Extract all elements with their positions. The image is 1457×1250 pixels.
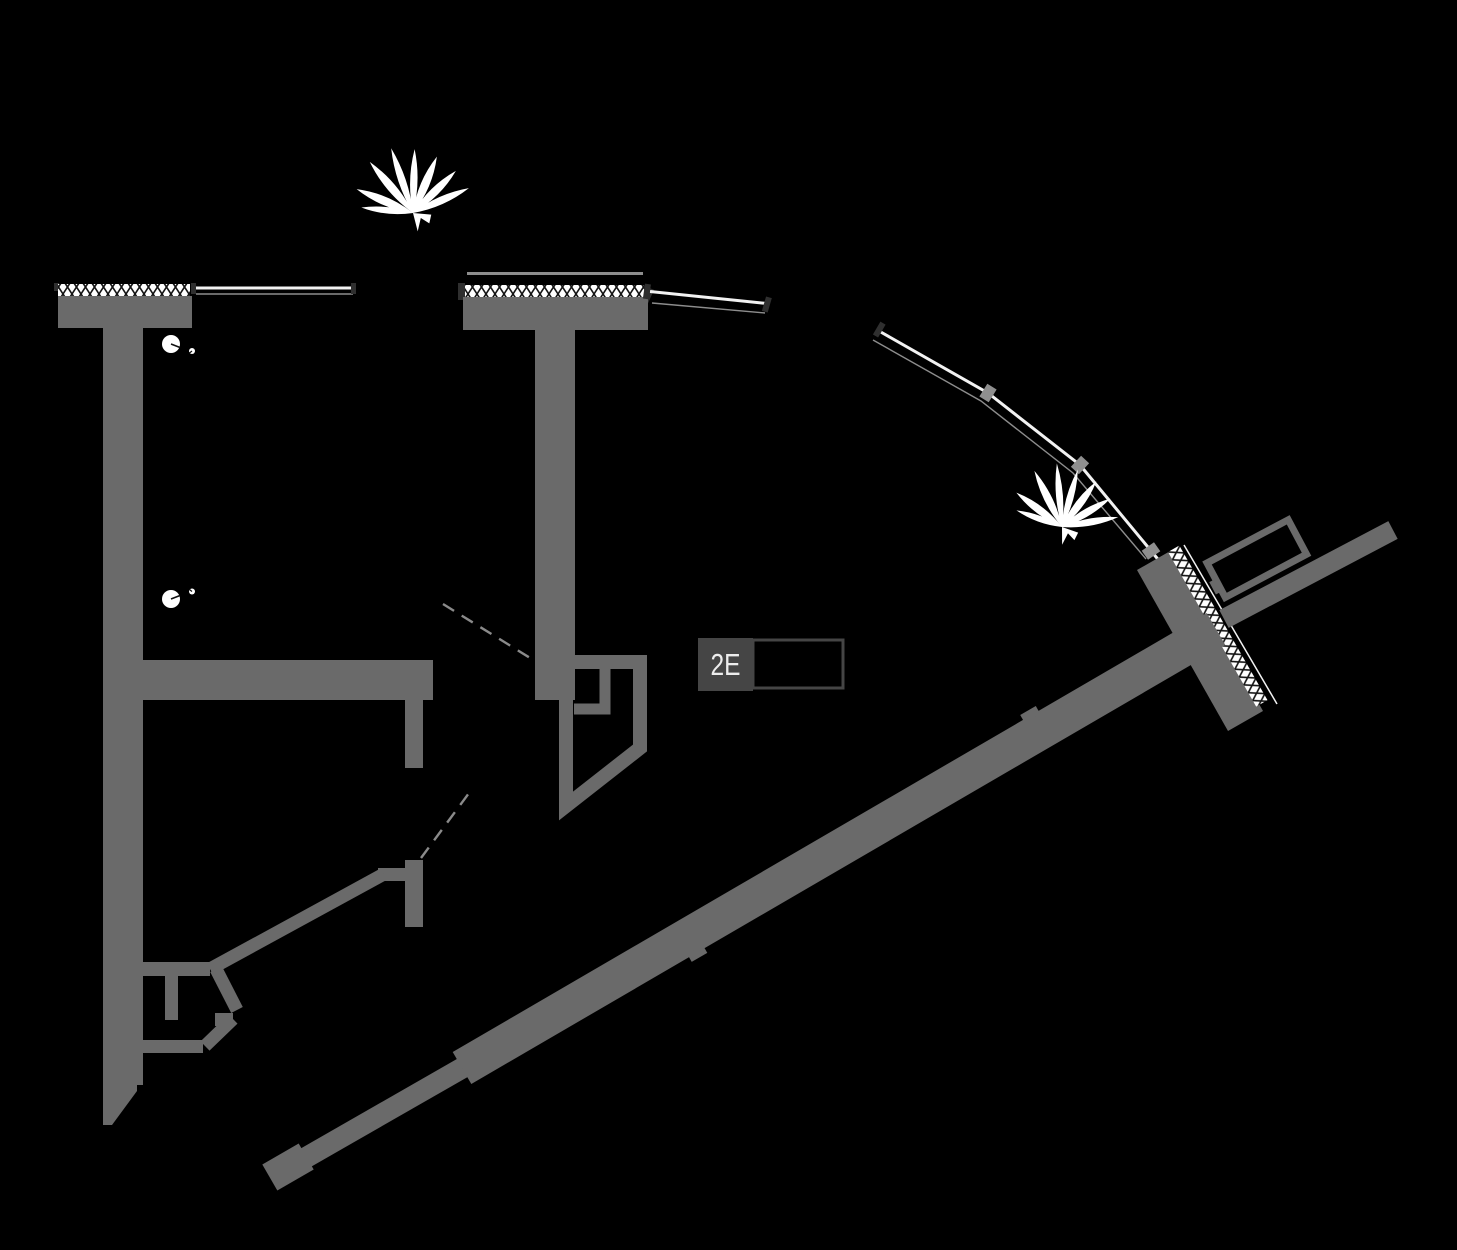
door-jamb-wall (405, 860, 423, 927)
wall-end-cap (458, 283, 465, 300)
glazing-end-cap (872, 321, 886, 338)
diagonal-interior-wall (206, 868, 388, 975)
shaft-inner-wall (574, 669, 611, 715)
bathroom-chamfer-wall (200, 1014, 238, 1051)
window-end-cap (351, 283, 356, 294)
balcony-edge-line (467, 272, 643, 275)
exterior-wall-block (463, 297, 648, 330)
balcony-tab (1209, 578, 1223, 595)
door-dash-line (442, 602, 536, 663)
wall-end-block (262, 1143, 314, 1191)
glazing-end-cap (761, 296, 772, 313)
upper-diagonal-bar (1219, 521, 1398, 628)
long-diagonal-wall-thick (452, 613, 1226, 1084)
horizontal-wall (142, 660, 433, 700)
unit-badge[interactable]: 2E (698, 638, 845, 691)
interior-walls (133, 660, 433, 1053)
balcony-rect (1202, 515, 1312, 603)
top-left-wing (54, 283, 356, 1125)
unit-badge-label: 2E (711, 647, 741, 682)
bathroom-slant-wall (210, 966, 243, 1013)
glazing-frame-line (651, 302, 766, 314)
insulated-wall-hatch (464, 285, 648, 298)
exterior-wall-block (58, 296, 192, 328)
glazing-joint (1141, 542, 1161, 560)
center-vertical-wall (535, 330, 575, 700)
left-wall-tip (103, 1085, 137, 1125)
glazing-joint (1070, 455, 1090, 475)
glazing-glass-line (649, 290, 768, 305)
insulated-wall-hatch (1168, 545, 1268, 707)
bathroom-divider-wall (165, 976, 178, 1020)
left-vertical-wall (103, 328, 143, 1085)
long-diagonal-wall-thin (287, 1049, 484, 1175)
glazing-joint (979, 383, 997, 403)
glazing-frame-line (872, 339, 1147, 560)
balcony-outline (1202, 515, 1312, 603)
palm-plant-icon (356, 148, 469, 232)
window-end-cap (191, 283, 196, 294)
wall-notch (1020, 706, 1041, 723)
glazing-glass-line (878, 329, 1167, 569)
door-dash-line (420, 788, 473, 859)
door-jamb-wall (405, 700, 423, 768)
door-swing-dashes (420, 602, 536, 859)
bathroom-top-wall (142, 962, 210, 976)
door-viewer-icon (162, 335, 195, 354)
curved-glazing (872, 321, 1167, 569)
center-wing (458, 272, 654, 821)
unit-badge-outline-box (751, 638, 845, 690)
glazing-end-cap (642, 283, 651, 300)
door-viewer-icon (162, 588, 195, 608)
insulated-wall-hatch (58, 284, 190, 298)
wall-notch (687, 945, 708, 962)
bathroom-bottom-wall (133, 1040, 203, 1053)
window-segment-top (642, 283, 772, 314)
shaft-pentagon-wall (559, 655, 647, 821)
unit-badge-box[interactable] (698, 638, 753, 691)
right-diagonal-structure (262, 515, 1398, 1191)
palm-plant-icon (1016, 463, 1119, 545)
window-top-left (191, 283, 356, 295)
wall-end-cap (54, 283, 59, 291)
